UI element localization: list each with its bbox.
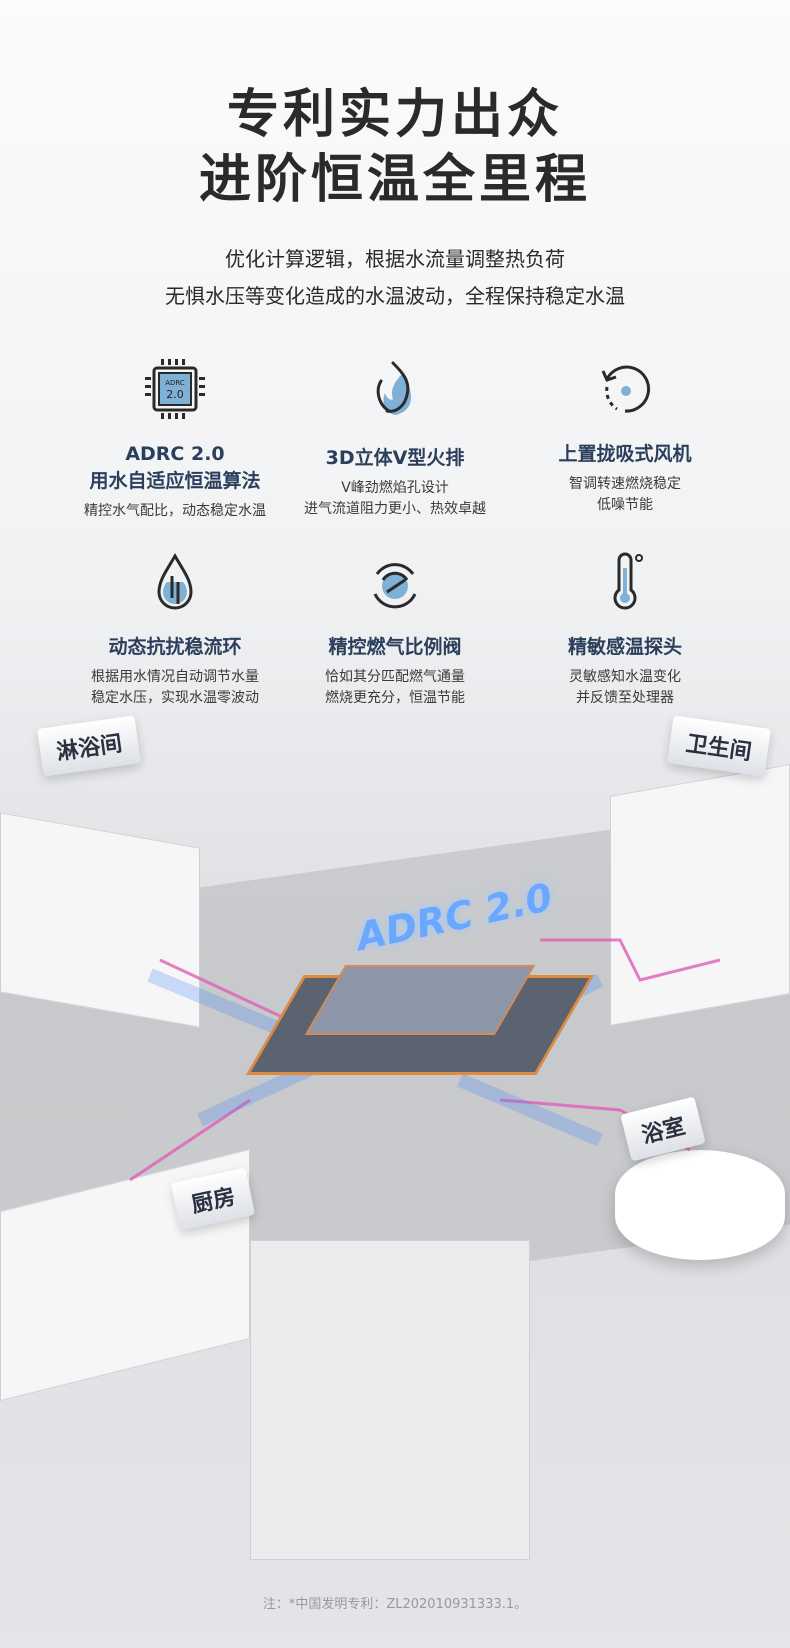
pipes [129,938,721,1182]
feature-temp-probe: 精敏感温探头 灵敏感知水温变化 并反馈至处理器 [495,552,755,709]
feature-desc: 智调转速燃烧稳定 [569,476,681,492]
feature-title: ADRC 2.0 [125,443,225,465]
feature-desc: 灵敏感知水温变化 [569,669,681,685]
headline-1: 专利实力出众 [226,85,563,145]
gauge-valve-icon [363,552,427,616]
feature-v-burner: 3D立体V型火排 V峰劲燃焰孔设计 进气流道阻力更小、热效卓越 [265,357,525,520]
flame-icon [363,357,427,421]
svg-text:ADRC: ADRC [165,379,185,387]
water-drop-icon [143,552,207,616]
fan-rotate-icon [593,357,657,421]
feature-desc: 稳定水压，实现水温零波动 [91,690,259,706]
feature-desc: V峰劲燃焰孔设计 [341,480,449,496]
adrc-chip: ADRC 2.0 [246,875,594,1085]
feature-fan: 上置拢吸式风机 智调转速燃烧稳定 低噪节能 [495,357,755,516]
feature-flow-ring: 动态抗扰稳流环 根据用水情况自动调节水量 稳定水压，实现水温零波动 [45,552,305,709]
svg-text:2.0: 2.0 [166,388,184,401]
subtitle-1: 优化计算逻辑，根据水流量调整热负荷 [225,247,565,271]
feature-desc: 进气流道阻力更小、热效卓越 [304,501,486,517]
feature-title: 用水自适应恒温算法 [89,470,261,492]
feature-desc: 恰如其分匹配燃气通量 [325,669,465,685]
thermometer-icon [593,552,657,616]
feature-title: 上置拢吸式风机 [558,443,692,465]
feature-title: 精敏感温探头 [567,636,682,658]
bathtub [615,1150,785,1260]
feature-desc: 精控水气配比，动态稳定水温 [84,503,266,519]
patent-footnote: 注：*中国发明专利：ZL202010931333.1。 [262,1597,528,1612]
feature-title: 3D立体V型火排 [325,447,465,469]
feature-desc: 燃烧更充分，恒温节能 [325,690,465,706]
feature-desc: 根据用水情况自动调节水量 [91,669,259,685]
center-block [250,1240,530,1560]
feature-desc: 并反馈至处理器 [576,690,674,706]
feature-title: 精控燃气比例阀 [328,636,462,658]
feature-desc: 低噪节能 [597,497,653,513]
subtitle-2: 无惧水压等变化造成的水温波动，全程保持稳定水温 [165,284,625,308]
label-toilet-room: 卫生间 [667,715,771,777]
label-shower-room: 淋浴间 [37,715,141,777]
headline-2: 进阶恒温全里程 [198,150,591,210]
feature-gas-valve: 精控燃气比例阀 恰如其分匹配燃气通量 燃烧更充分，恒温节能 [265,552,525,709]
feature-title: 动态抗扰稳流环 [108,636,242,658]
